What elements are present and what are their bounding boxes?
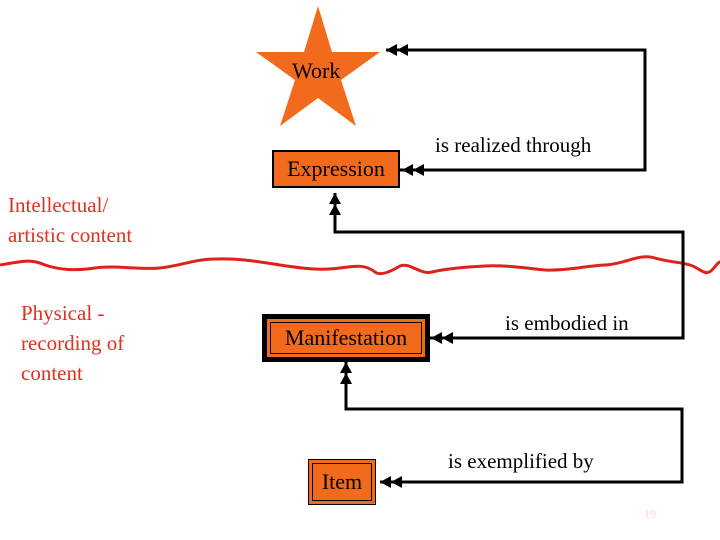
manifestation-label: Manifestation xyxy=(284,325,408,350)
work-label: Work xyxy=(292,58,341,83)
item-box: Item xyxy=(308,459,376,505)
arrow-manifestation-to-expression xyxy=(329,193,685,340)
relation-exemplified-label: is exemplified by xyxy=(448,449,594,473)
relation-realized-label: is realized through xyxy=(435,133,592,157)
intellectual-line-1: Intellectual/ xyxy=(8,193,109,217)
slide-number: 19 xyxy=(644,507,656,521)
manifestation-box: Manifestation xyxy=(262,314,430,362)
item-label: Item xyxy=(321,469,363,494)
expression-box: Expression xyxy=(272,150,400,188)
expression-label: Expression xyxy=(287,156,385,181)
physical-line-3: content xyxy=(21,361,83,385)
content-divider-line xyxy=(0,255,720,276)
relation-embodied-label: is embodied in xyxy=(505,311,629,335)
physical-zone-label: Physical - recording of content xyxy=(21,298,124,388)
intellectual-line-2: artistic content xyxy=(8,223,133,247)
arrow-expression-to-work xyxy=(386,44,647,172)
physical-line-1: Physical - xyxy=(21,301,105,325)
work-star-shape xyxy=(256,6,380,126)
intellectual-zone-label: Intellectual/ artistic content xyxy=(8,190,132,250)
physical-line-2: recording of xyxy=(21,331,125,355)
arrow-item-to-manifestation xyxy=(340,362,684,484)
